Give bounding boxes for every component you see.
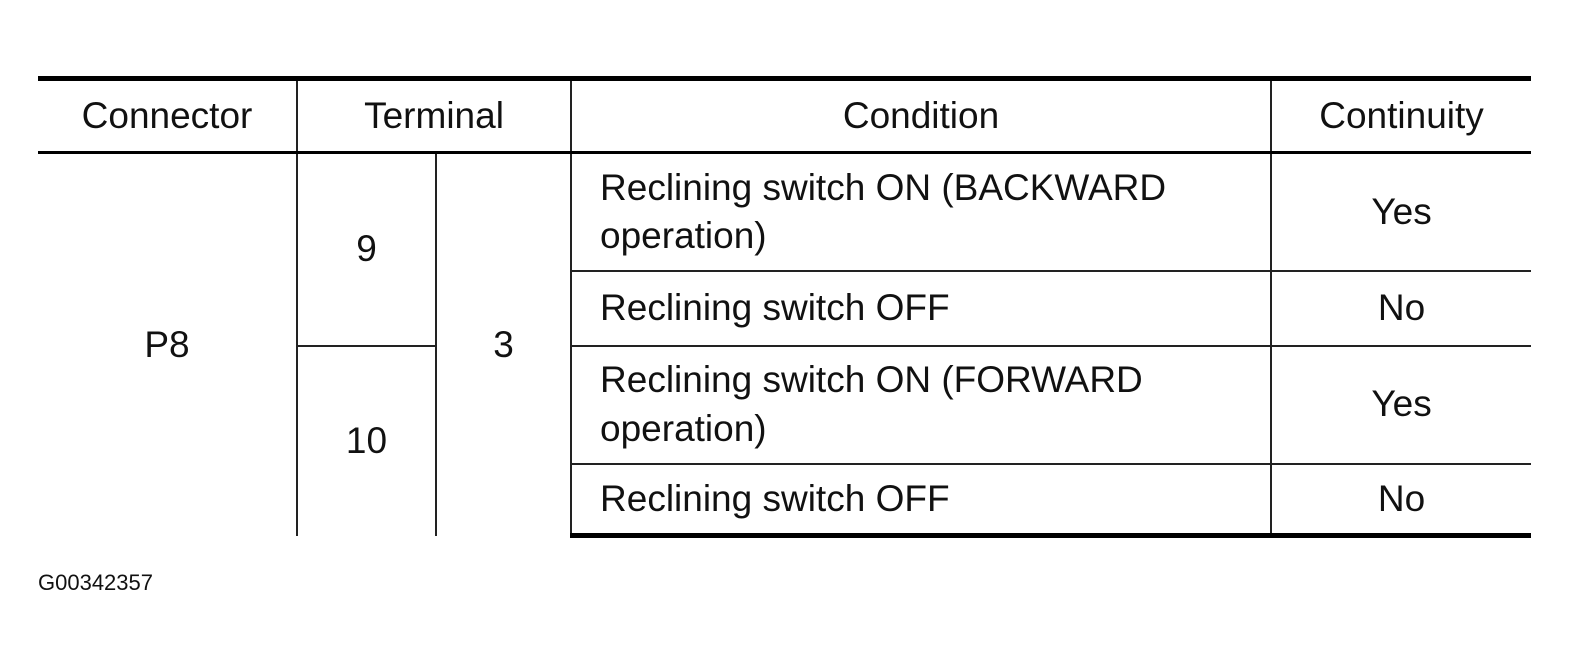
terminal-cell: 3 (434, 152, 572, 536)
terminal-cell: 10 (296, 345, 436, 536)
condition-cell: Reclining switch OFF (570, 270, 1272, 347)
continuity-cell: Yes (1270, 152, 1532, 272)
continuity-cell: No (1270, 270, 1532, 347)
header-terminal: Terminal (295, 76, 572, 154)
continuity-table: Connector Terminal Condition Continuity … (38, 76, 1532, 538)
condition-cell: Reclining switch OFF (570, 463, 1272, 538)
condition-cell: Reclining switch ON (FORWARD operation) (570, 345, 1272, 465)
table-row: P8 9 3 Reclining switch ON (BACKWARD ope… (38, 152, 1532, 536)
connector-cell: P8 (144, 323, 190, 365)
header-continuity: Continuity (1270, 76, 1532, 154)
table-row: Reclining switch OFF No (38, 463, 1532, 538)
continuity-cell: Yes (1270, 345, 1532, 465)
header-row: Connector Terminal Condition Continuity (38, 76, 1532, 154)
figure-id: G00342357 (38, 570, 153, 595)
table-row: 10 Reclining switch ON (FORWARD operatio… (38, 345, 1532, 536)
header-condition: Condition (570, 76, 1272, 154)
continuity-cell: No (1270, 463, 1532, 538)
header-connector: Connector (38, 76, 297, 154)
table-row: Reclining switch OFF No (38, 270, 1532, 347)
condition-cell: Reclining switch ON (BACKWARD operation) (570, 152, 1272, 272)
terminal-cell: 9 (296, 152, 436, 347)
